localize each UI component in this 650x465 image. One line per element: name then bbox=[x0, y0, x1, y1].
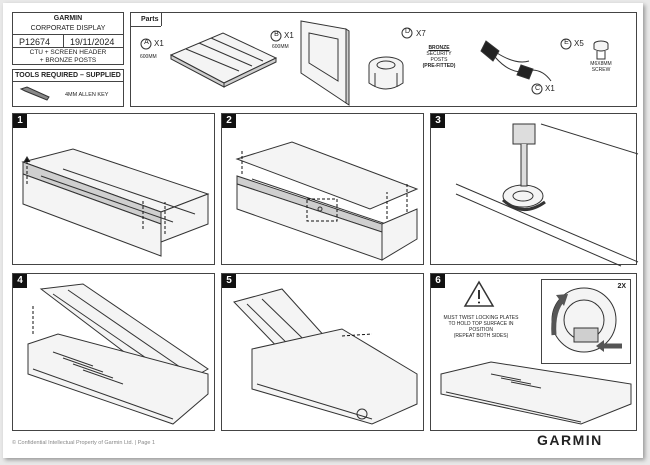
step-4-panel: 4 bbox=[12, 273, 215, 431]
step-6-note-line-1: MUST TWIST LOCKING PLATES bbox=[443, 315, 519, 321]
part-d-line1: BRONZE bbox=[428, 45, 450, 51]
part-d-line2: SECURITY bbox=[426, 51, 452, 57]
step-2-illustration bbox=[235, 141, 419, 261]
step-6-panel: 6 MUST TWIST LOCKING PLATES TO HOLD TOP … bbox=[430, 273, 637, 431]
part-a-qty: X1 bbox=[154, 39, 164, 48]
step-2-panel: 2 bbox=[221, 113, 424, 265]
step-3-illustration bbox=[455, 123, 639, 267]
part-c-qty: X1 bbox=[545, 84, 555, 93]
parts-heading: Parts bbox=[141, 16, 159, 23]
detail-quantity: 2X bbox=[617, 283, 626, 290]
step-4-illustration bbox=[27, 283, 209, 425]
parts-illustrations bbox=[140, 20, 609, 106]
step-6-note-line-3: POSITION bbox=[469, 327, 493, 333]
step-6-detail-inset: 2X bbox=[541, 279, 631, 364]
part-b-size: 600MM bbox=[272, 44, 289, 50]
part-a-letter: A bbox=[144, 39, 149, 46]
step-2-number: 2 bbox=[222, 114, 236, 128]
part-d-line4: (PRE-FITTED) bbox=[422, 63, 456, 69]
allen-key-icon bbox=[19, 86, 50, 101]
step-1-illustration bbox=[21, 148, 210, 257]
part-e-letter: E bbox=[564, 39, 569, 46]
part-d-qty: X7 bbox=[416, 29, 426, 38]
step-3-panel: 3 bbox=[430, 113, 639, 267]
part-b-qty: X1 bbox=[284, 31, 294, 40]
footer-copyright: © Confidential Intellectual Property of … bbox=[12, 440, 156, 446]
title-subtitle: CORPORATE DISPLAY bbox=[30, 25, 106, 32]
locking-plate-detail bbox=[551, 287, 622, 353]
description-line-2: + BRONZE POSTS bbox=[39, 57, 97, 64]
footer-brand-text: GARMIN bbox=[537, 432, 603, 448]
step-6-note-line-4: (REPEAT BOTH SIDES) bbox=[453, 333, 509, 339]
step-6-number: 6 bbox=[431, 274, 445, 288]
step-4-number: 4 bbox=[13, 274, 27, 288]
part-e-qty: X5 bbox=[574, 39, 584, 48]
part-e-line1: M6X8MM bbox=[590, 61, 612, 67]
part-d-letter: D bbox=[404, 28, 411, 35]
instruction-sheet: GARMIN CORPORATE DISPLAY P12674 19/11/20… bbox=[3, 3, 643, 458]
description-line-1: CTU + SCREEN HEADER bbox=[29, 49, 107, 56]
step-6-note-line-2: TO HOLD TOP SURFACE IN bbox=[448, 321, 514, 327]
document-date: 19/11/2024 bbox=[70, 37, 115, 47]
part-c-letter: C bbox=[534, 85, 541, 92]
footer-brand-logo: GARMIN bbox=[537, 432, 603, 448]
part-a-size: 600MM bbox=[140, 54, 157, 60]
part-b-letter: B bbox=[274, 31, 279, 38]
title-brand: GARMIN bbox=[53, 15, 83, 22]
part-d-line3: POSTS bbox=[430, 57, 448, 63]
step-5-number: 5 bbox=[222, 274, 236, 288]
step-5-panel: 5 bbox=[221, 273, 424, 431]
step-1-number: 1 bbox=[13, 114, 27, 128]
step-3-number: 3 bbox=[431, 114, 445, 128]
tools-heading: TOOLS REQUIRED – SUPPLIED bbox=[15, 72, 121, 79]
title-block: GARMIN CORPORATE DISPLAY P12674 19/11/20… bbox=[12, 12, 124, 65]
tools-block: TOOLS REQUIRED – SUPPLIED 4MM ALLEN KEY bbox=[12, 69, 124, 107]
parts-block: Parts bbox=[130, 12, 637, 107]
step-5-illustration bbox=[233, 288, 418, 425]
part-number: P12674 bbox=[19, 37, 51, 47]
part-e-line2: SCREW bbox=[591, 67, 611, 73]
step-1-panel: 1 bbox=[12, 113, 215, 265]
step-6-illustration bbox=[440, 280, 632, 425]
tool-item: 4MM ALLEN KEY bbox=[65, 92, 109, 98]
